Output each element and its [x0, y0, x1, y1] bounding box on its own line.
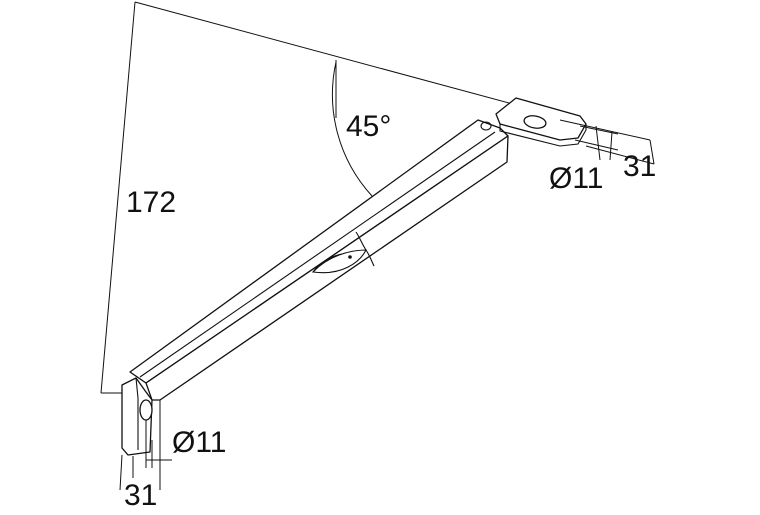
bottom-tab-hole [139, 399, 153, 421]
top-hole-diameter-label: Ø11 [549, 162, 603, 195]
angle-arc [331, 61, 373, 197]
arm-top-face [129, 119, 509, 384]
bottom-width-label: 31 [124, 479, 157, 512]
top-width-label: 31 [623, 150, 656, 183]
height-reference-line [100, 1, 136, 394]
top-tab-hole [523, 115, 547, 129]
arm-side-face [145, 135, 509, 401]
top-reference-line [134, 1, 521, 107]
top-mounting-tab [480, 97, 587, 147]
top-tab-dimensions [559, 119, 655, 165]
bottom-tab-plate [121, 377, 153, 456]
construction-lines [100, 1, 521, 394]
angle-dimension-label: 45° [346, 110, 391, 143]
fish-icon [311, 231, 375, 274]
arm-edge-line [139, 131, 496, 378]
height-dimension-label: 172 [126, 186, 176, 219]
bottom-tab-dimensions [119, 400, 172, 491]
bracket-arm [129, 119, 509, 401]
bottom-mounting-tab [121, 377, 153, 456]
bottom-hole-diameter-label: Ø11 [172, 426, 226, 459]
